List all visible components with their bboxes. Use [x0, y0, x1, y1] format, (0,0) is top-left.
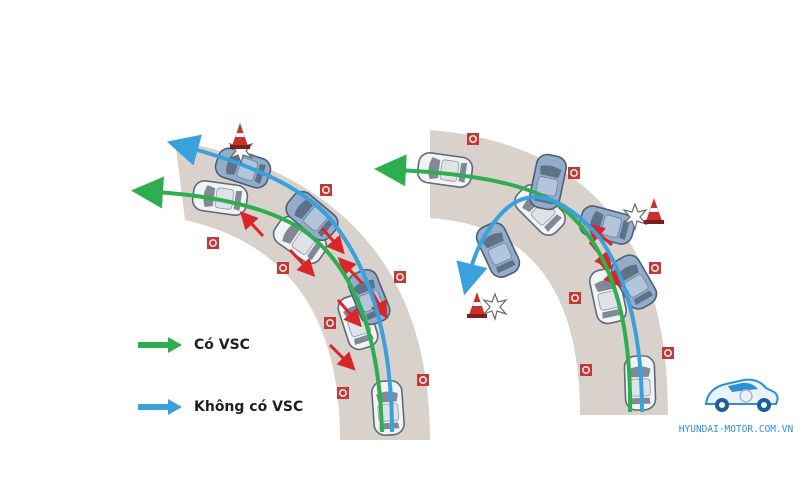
road-marker-icon — [393, 270, 407, 284]
road-marker-icon — [567, 166, 581, 180]
road-marker-icon — [323, 316, 337, 330]
force-arrows — [239, 211, 388, 371]
legend-item-without-vsc: Không có VSC — [138, 399, 303, 415]
left-path-without-vsc — [166, 134, 394, 433]
legend-label-with-vsc: Có VSC — [194, 337, 250, 353]
right-road-curve — [430, 130, 668, 415]
traffic-cone-icon — [467, 292, 487, 318]
road-marker-icon — [416, 373, 430, 387]
traffic-cone-icon — [230, 123, 250, 149]
watermark-text: HYUNDAI-MOTOR.COM.VN — [678, 424, 794, 435]
traffic-cone-icon — [644, 198, 664, 224]
car-logo-icon — [704, 378, 779, 412]
watermark-logo: HYUNDAI-MOTOR.COM.VN — [672, 362, 800, 477]
arrow-right-icon — [138, 337, 182, 353]
right-scenario — [374, 130, 675, 415]
road-marker-icon — [336, 386, 350, 400]
road-marker-icon — [568, 291, 582, 305]
road-marker-icon — [466, 132, 480, 146]
road-marker-icon — [661, 346, 675, 360]
collision-spark-icon — [483, 293, 507, 320]
road-marker-icon — [319, 183, 333, 197]
legend-item-with-vsc: Có VSC — [138, 337, 250, 353]
road-marker-icon — [276, 261, 290, 275]
arrow-right-icon — [138, 399, 182, 415]
road-marker-icon — [579, 363, 593, 377]
right-path-without-vsc — [456, 195, 644, 413]
car-icon — [370, 379, 406, 437]
road-marker-icon — [206, 236, 220, 250]
road-marker-icon — [648, 261, 662, 275]
left-scenario — [131, 123, 430, 440]
left-path-with-vsc — [131, 176, 384, 433]
legend-label-without-vsc: Không có VSC — [194, 399, 304, 415]
